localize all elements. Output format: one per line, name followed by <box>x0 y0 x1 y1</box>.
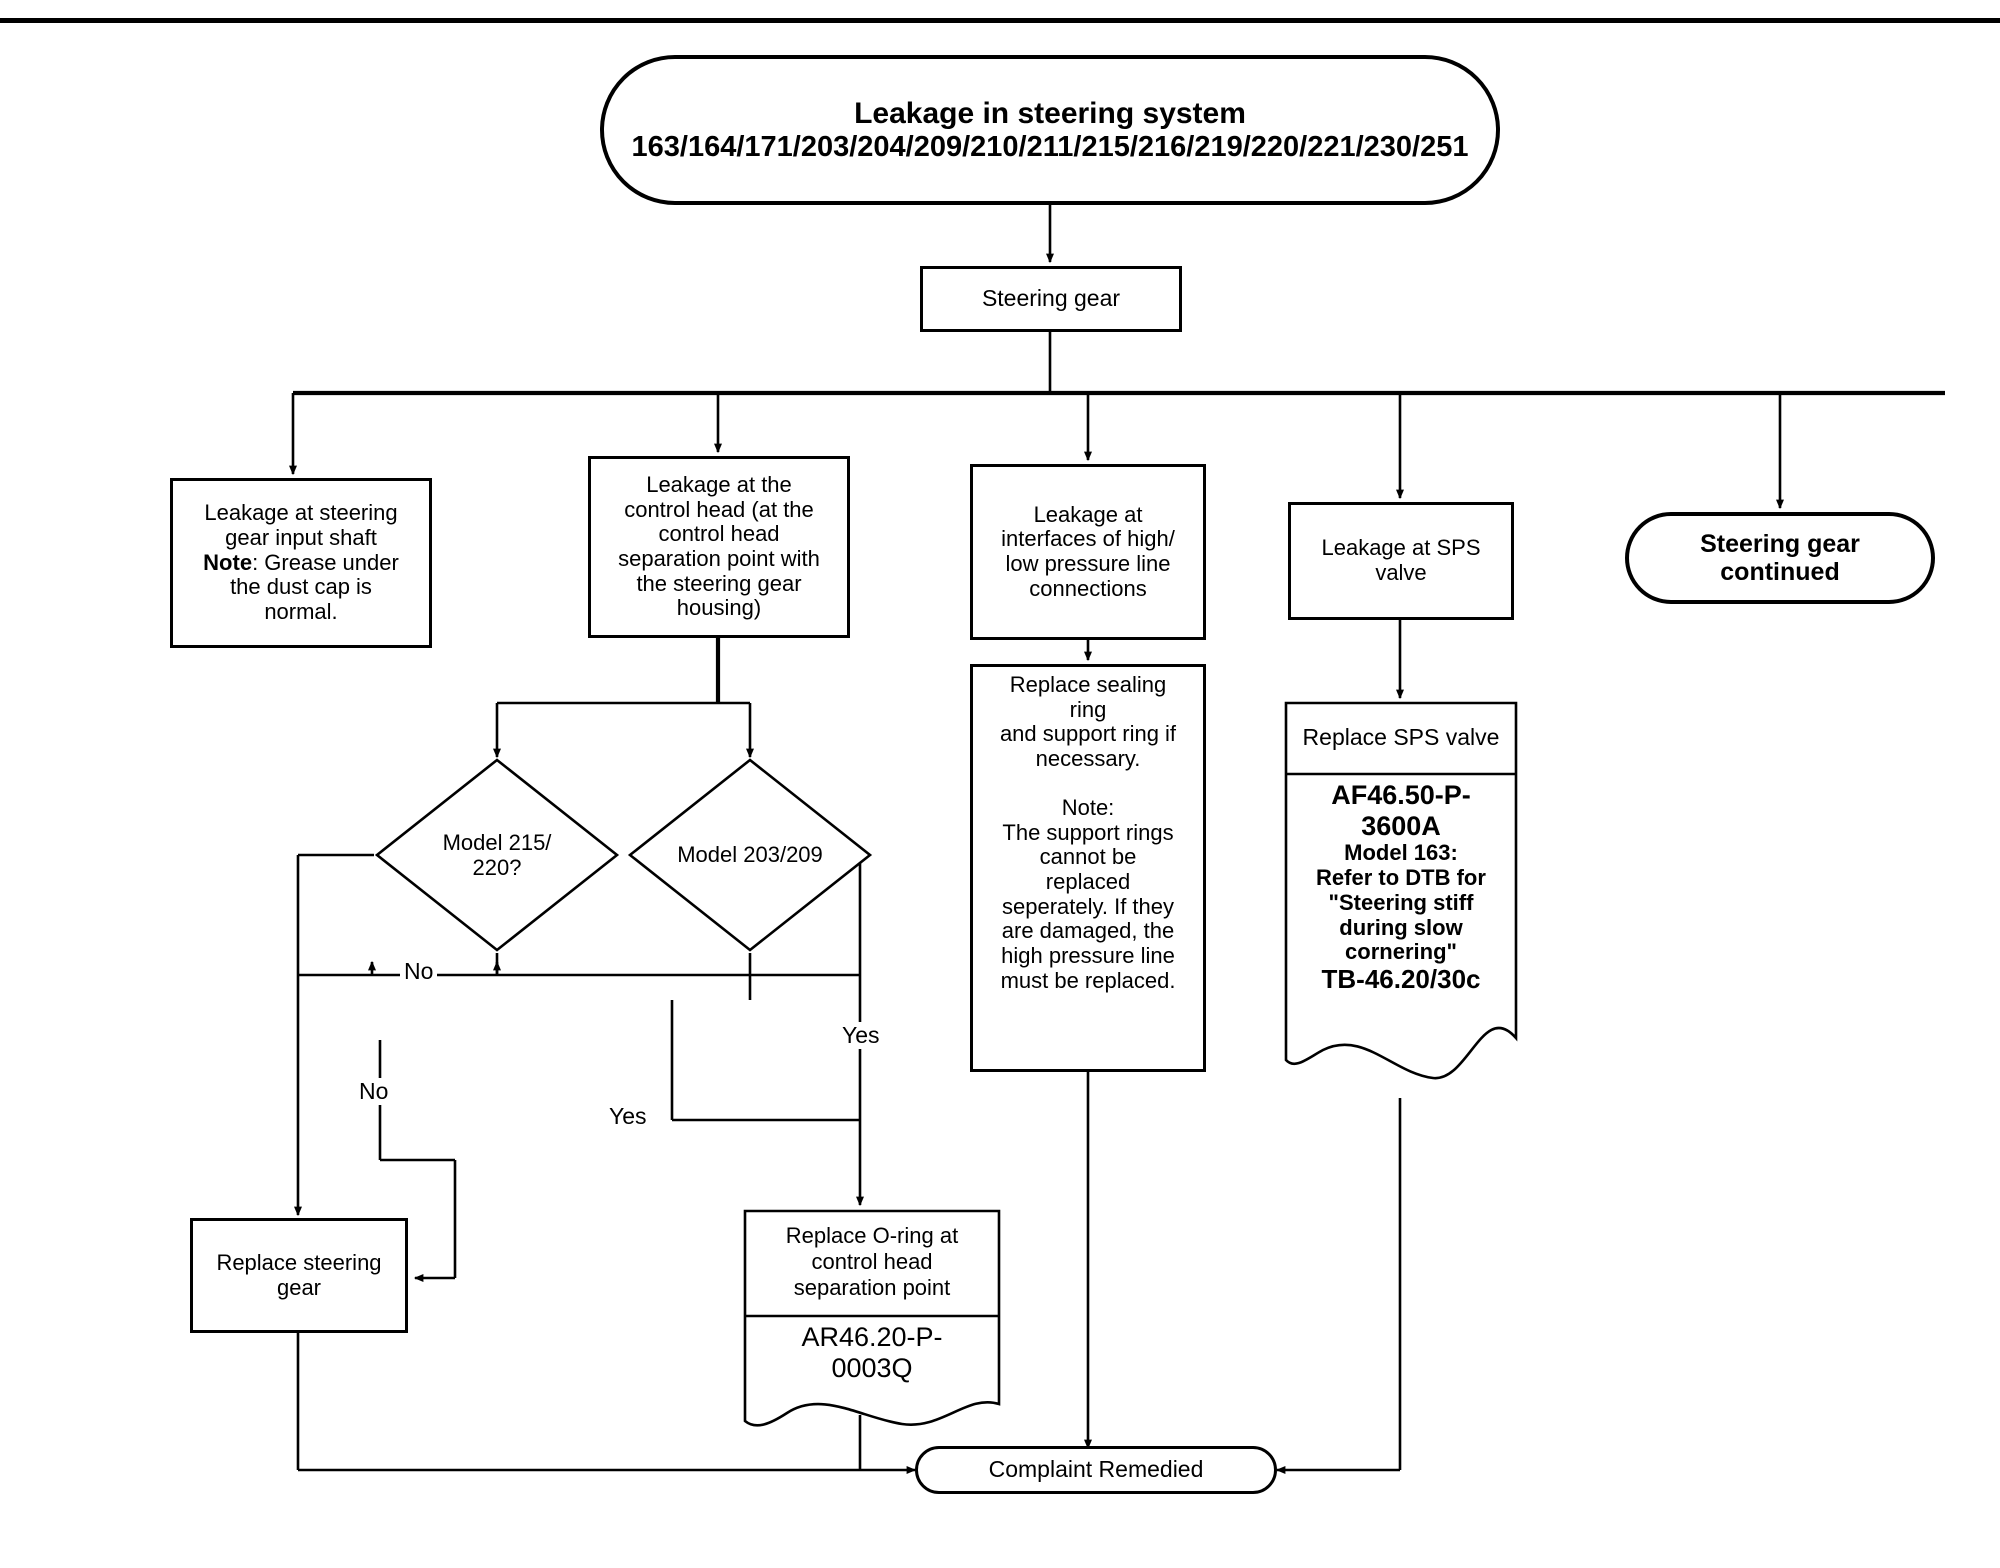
replace-sealing-ring-line-9: seperately. If they <box>1001 893 1174 919</box>
document-shape-sps <box>1284 701 1518 1080</box>
node-replace-sealing-ring: Replace sealing ring and support ring if… <box>970 664 1206 1072</box>
decision-215-line-1: 220? <box>472 855 522 880</box>
note-rest: : Grease under <box>252 549 399 575</box>
replace-oring-head-2: separation point <box>793 1275 951 1300</box>
replace-sealing-ring-line-1: ring <box>1069 696 1107 722</box>
node-leak-interfaces-line-3: connections <box>1029 575 1147 601</box>
replace-sealing-ring-line-5: Note: <box>1061 795 1115 821</box>
node-replace-steering-gear: Replace steering gear <box>190 1218 408 1333</box>
edge-label-yes-vertical: Yes <box>838 1022 884 1049</box>
replace-steering-gear-line-1: gear <box>276 1274 322 1300</box>
replace-sps-body-4: "Steering stiff <box>1328 889 1474 915</box>
node-decision-model-203-209: Model 203/209 <box>627 757 873 953</box>
replace-sps-body-5: during slow <box>1339 914 1463 940</box>
node-leak-control-head: Leakage at the control head (at the cont… <box>588 456 850 638</box>
node-steering-gear-continued-line-0: Steering gear <box>1700 530 1860 558</box>
node-leak-input-shaft-note-1: normal. <box>264 598 338 624</box>
diamond-shape-215 <box>374 758 620 952</box>
replace-oring-body: AR46.20-P- 0003Q <box>742 1322 1002 1383</box>
node-steering-gear: Steering gear <box>920 266 1182 332</box>
replace-oring-head: Replace O-ring at control head separatio… <box>742 1208 1002 1316</box>
node-steering-gear-label: Steering gear <box>981 285 1121 312</box>
node-leak-interfaces-line-2: low pressure line <box>1005 551 1171 576</box>
start-terminal: Leakage in steering system 163/164/171/2… <box>600 55 1500 205</box>
page-top-rule <box>0 18 2000 23</box>
diamond-shape-203 <box>627 758 873 952</box>
node-leak-input-shaft-note-line: Note: Grease under <box>203 549 399 576</box>
replace-sealing-ring-line-4 <box>1085 772 1091 797</box>
node-leak-control-head-line-4: the steering gear <box>636 570 802 596</box>
node-leak-control-head-line-5: housing) <box>676 595 762 621</box>
node-decision-model-215-220: Model 215/ 220? <box>374 757 620 953</box>
replace-sps-valve-head: Replace SPS valve <box>1283 700 1519 774</box>
complaint-remedied-label: Complaint Remedied <box>988 1456 1204 1483</box>
node-leak-interfaces: Leakage at interfaces of high/ low press… <box>970 464 1206 640</box>
start-title: Leakage in steering system <box>854 96 1246 130</box>
replace-oring-body-1: 0003Q <box>831 1352 913 1383</box>
replace-sps-valve-body: AF46.50-P- 3600A Model 163: Refer to DTB… <box>1283 780 1519 995</box>
replace-sps-body-3: Refer to DTB for <box>1316 864 1486 890</box>
replace-sps-body-0: AF46.50-P- <box>1331 780 1471 810</box>
replace-sps-body-7: TB-46.20/30c <box>1321 964 1481 995</box>
node-leak-input-shaft: Leakage at steering gear input shaft Not… <box>170 478 432 648</box>
node-steering-gear-continued: Steering gear continued <box>1625 512 1935 604</box>
edge-label-no-vertical: No <box>355 1078 393 1105</box>
decision-203-text: Model 203/209 <box>627 757 873 953</box>
replace-sealing-ring-line-7: cannot be <box>1039 844 1137 870</box>
node-leak-sps-valve: Leakage at SPS valve <box>1288 502 1514 620</box>
node-complaint-remedied: Complaint Remedied <box>915 1446 1277 1494</box>
start-models: 163/164/171/203/204/209/210/211/215/216/… <box>631 130 1469 163</box>
node-leak-interfaces-line-1: interfaces of high/ <box>1001 526 1175 552</box>
replace-oring-body-0: AR46.20-P- <box>801 1322 943 1352</box>
node-leak-sps-valve-line-1: valve <box>1375 560 1427 585</box>
node-leak-control-head-line-1: control head (at the <box>624 496 814 522</box>
node-replace-sps-valve: Replace SPS valve AF46.50-P- 3600A Model… <box>1283 700 1519 1098</box>
replace-sealing-ring-line-10: are damaged, the <box>1001 918 1175 944</box>
node-steering-gear-continued-line-1: continued <box>1720 558 1840 586</box>
decision-215-line-0: Model 215/ <box>442 829 552 855</box>
replace-oring-head-0: Replace O-ring at <box>785 1223 959 1248</box>
replace-sps-body-2: Model 163: <box>1344 840 1458 865</box>
replace-sps-body-1: 3600A <box>1361 810 1441 841</box>
node-leak-input-shaft-line-0: Leakage at steering <box>204 500 398 526</box>
node-replace-oring: Replace O-ring at control head separatio… <box>742 1208 1002 1443</box>
node-leak-control-head-line-0: Leakage at the <box>646 472 792 498</box>
replace-sealing-ring-line-2: and support ring if <box>999 721 1177 747</box>
replace-sealing-ring-line-0: Replace sealing <box>1009 672 1167 697</box>
node-leak-interfaces-line-0: Leakage at <box>1033 501 1143 527</box>
node-leak-input-shaft-line-1: gear input shaft <box>225 525 377 551</box>
replace-sps-body-6: cornering" <box>1345 939 1457 965</box>
document-shape-oring <box>743 1209 1001 1427</box>
replace-oring-head-1: control head <box>811 1249 933 1274</box>
replace-sealing-ring-line-12: must be replaced. <box>1000 967 1176 993</box>
replace-sealing-ring-line-6: The support rings <box>1002 819 1174 845</box>
replace-sealing-ring-line-8: replaced <box>1045 869 1131 894</box>
edge-label-yes-horizontal: Yes <box>605 1103 651 1130</box>
edge-label-no-horizontal: No <box>400 958 438 985</box>
node-leak-input-shaft-note-0: the dust cap is <box>230 574 372 600</box>
note-label: Note <box>203 549 253 575</box>
node-leak-control-head-line-2: control head <box>658 521 780 547</box>
node-leak-sps-valve-line-0: Leakage at SPS <box>1321 535 1481 561</box>
node-leak-control-head-line-3: separation point with <box>618 546 820 571</box>
decision-215-text: Model 215/ 220? <box>374 757 620 953</box>
replace-sealing-ring-line-11: high pressure line <box>1001 942 1175 968</box>
replace-steering-gear-line-0: Replace steering <box>216 1249 382 1275</box>
decision-203-line-0: Model 203/209 <box>677 842 823 868</box>
replace-sealing-ring-line-3: necessary. <box>1035 745 1141 771</box>
replace-sps-valve-head-text: Replace SPS valve <box>1302 723 1500 750</box>
